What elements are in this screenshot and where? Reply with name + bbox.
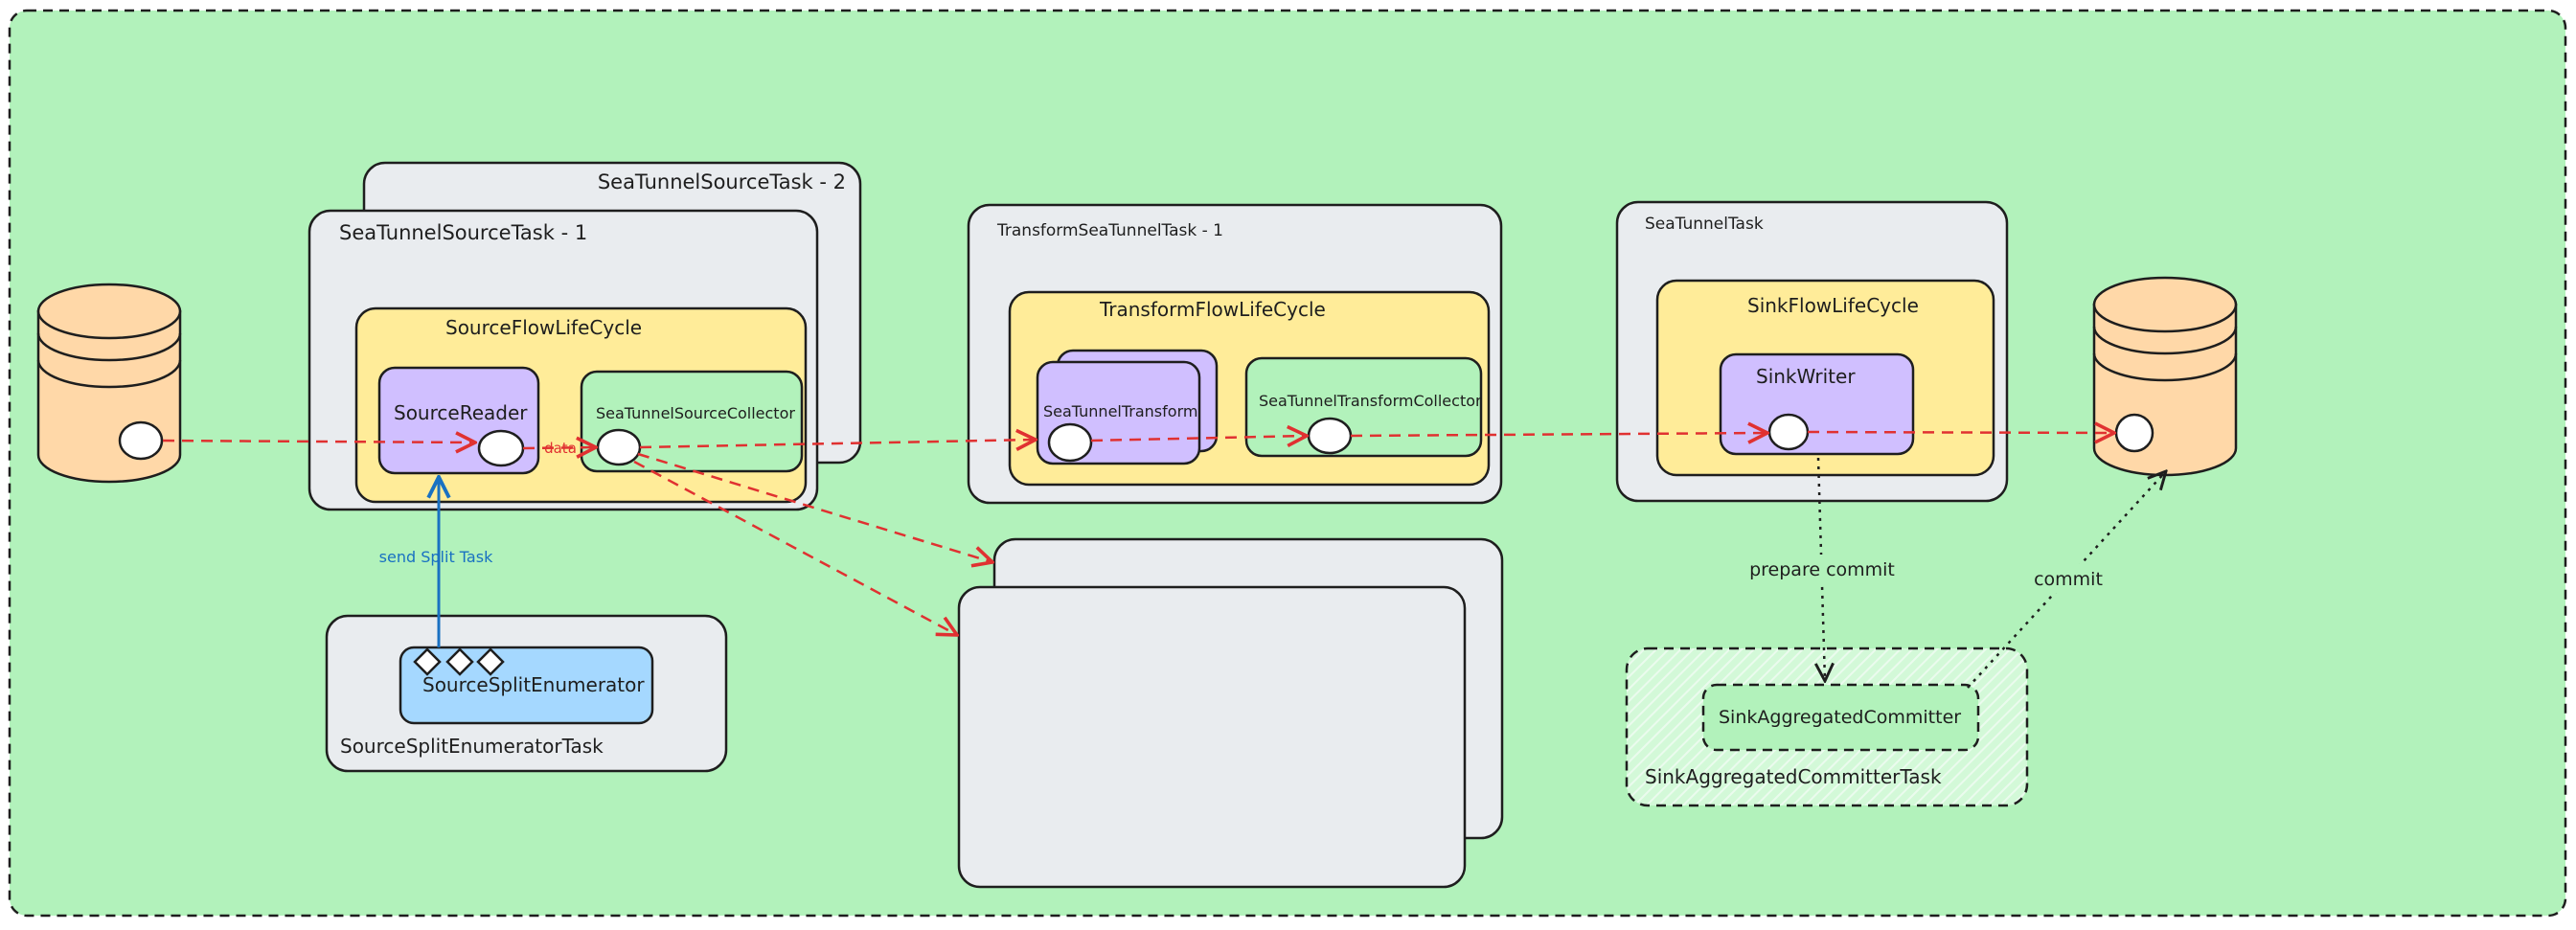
- arrow-transform-to-collector: [1090, 436, 1307, 441]
- sink-writer-label: SinkWriter: [1756, 365, 1856, 388]
- enumerator-diamond-3: [476, 647, 505, 676]
- sink-lifecycle-title: SinkFlowLifeCycle: [1747, 294, 1919, 317]
- committer-task-title: SinkAggregatedCommitterTask: [1645, 765, 1942, 788]
- prepare-commit-label: prepare commit: [1749, 559, 1895, 580]
- source-split-enumerator-label: SourceSplitEnumerator: [422, 673, 645, 696]
- enumerator-diamond-1: [413, 647, 442, 676]
- arrow-collector-to-downstream-front: [633, 460, 957, 635]
- target-database-icon: [2092, 276, 2238, 477]
- sink-aggregated-committer-box: [1701, 683, 1980, 752]
- commit-label: commit: [2034, 569, 2103, 590]
- arrow-db-to-reader: [162, 441, 475, 442]
- source-reader-label: SourceReader: [394, 401, 528, 424]
- enumerator-task-title: SourceSplitEnumeratorTask: [340, 735, 604, 758]
- arrow-reader-to-collector: [522, 447, 596, 448]
- source-collector-label: SeaTunnelSourceCollector: [596, 404, 795, 422]
- transform-collector-port: [1307, 417, 1353, 455]
- sink-writer-port: [1767, 413, 1810, 451]
- source-task-2-title: SeaTunnelSourceTask - 2: [598, 170, 846, 193]
- enumerator-diamond-2: [445, 647, 474, 676]
- transform-task-title: TransformSeaTunnelTask - 1: [996, 221, 1223, 240]
- source-task-1-title: SeaTunnelSourceTask - 1: [339, 221, 587, 244]
- arrow-writer-to-target: [1807, 432, 2114, 433]
- downstream-task-panel-front: [957, 585, 1467, 889]
- arrow-collector-to-downstream-back: [637, 452, 992, 562]
- source-lifecycle-title: SourceFlowLifeCycle: [445, 316, 642, 339]
- data-label: data: [544, 440, 577, 457]
- transform-collector-label: SeaTunnelTransformCollector: [1259, 392, 1482, 410]
- arrow-collector-to-transform: [639, 440, 1036, 447]
- source-collector-port: [596, 428, 642, 466]
- transform-label: SeaTunnelTransform: [1043, 402, 1197, 420]
- transform-lifecycle-title: TransformFlowLifeCycle: [1099, 298, 1326, 321]
- target-port: [2114, 413, 2154, 453]
- source-database-icon: [36, 283, 182, 484]
- source-reader-port: [477, 429, 525, 467]
- arrow-transform-collector-to-writer: [1350, 433, 1767, 436]
- sink-aggregated-committer-label: SinkAggregatedCommitter: [1719, 707, 1961, 728]
- send-split-task-label: send Split Task: [379, 548, 493, 566]
- sink-task-title: SeaTunnelTask: [1645, 215, 1764, 234]
- prepare-commit-label-bg: [1749, 555, 1895, 583]
- transform-port: [1047, 422, 1093, 463]
- source-port: [118, 420, 164, 461]
- commit-label-bg: [2033, 564, 2104, 593]
- prepare-commit-arrow: [1818, 457, 1825, 681]
